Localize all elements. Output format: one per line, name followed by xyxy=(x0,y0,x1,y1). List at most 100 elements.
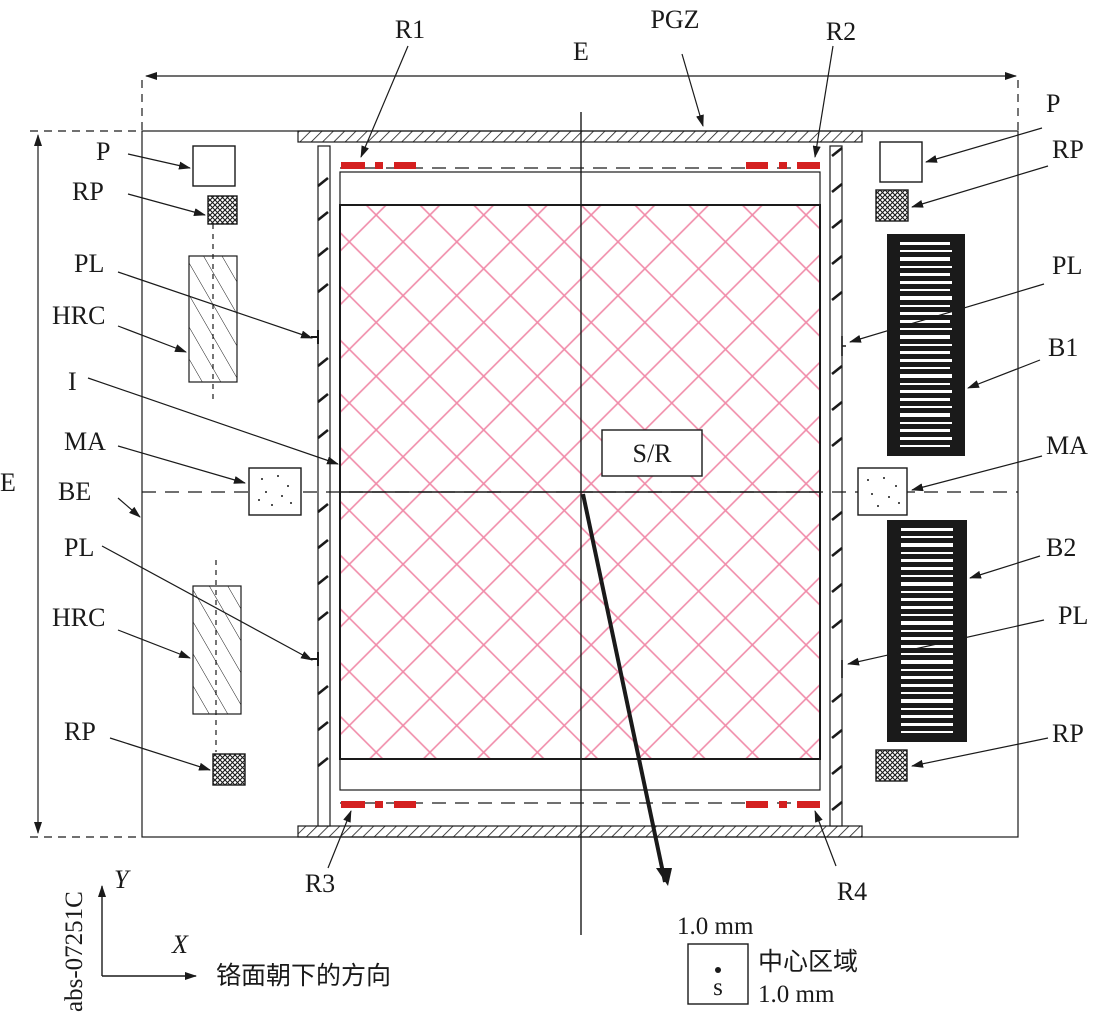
label-pl-left-bottom: PL xyxy=(64,533,94,562)
leader-ma-left xyxy=(117,445,246,484)
leader-rp-left-bottom xyxy=(109,737,211,771)
ma-mark-left xyxy=(248,467,302,516)
pellicle-frame-top xyxy=(297,130,863,143)
leader-lines xyxy=(87,45,1049,869)
r1-mark-b xyxy=(375,162,383,169)
leader-hrc-bottom xyxy=(117,629,191,659)
leader-b2 xyxy=(969,555,1041,579)
label-r4: R4 xyxy=(837,877,867,906)
leader-be xyxy=(117,497,141,518)
center-area-label: 中心区域 xyxy=(758,947,858,976)
label-r3: R3 xyxy=(305,869,335,898)
label-pl-left-top: PL xyxy=(74,249,104,278)
ma-dots-right xyxy=(867,477,900,507)
rp-mark-left-bottom xyxy=(212,753,246,786)
zoom-leader-line xyxy=(581,493,667,883)
center-area-size: 1.0 mm xyxy=(758,981,835,1008)
leader-pl-right-bottom xyxy=(847,619,1045,666)
thickness-label: 1.0 mm xyxy=(677,913,754,940)
r2-mark-c xyxy=(797,162,820,169)
rp-mark-left-top xyxy=(207,195,238,225)
pl-mark-left-top xyxy=(311,330,319,344)
leader-rp-right-top xyxy=(911,165,1049,208)
label-b2: B2 xyxy=(1046,533,1076,562)
label-i: I xyxy=(68,367,77,396)
sr-label: S/R xyxy=(632,439,672,468)
center-area-symbol: s xyxy=(713,974,723,1001)
zoom-leader-arrowhead xyxy=(656,868,672,886)
p-square-right xyxy=(879,141,923,183)
label-rp-left-top: RP xyxy=(72,177,104,206)
leader-r3 xyxy=(327,810,352,869)
ma-dots-left xyxy=(258,475,292,506)
label-r2: R2 xyxy=(826,17,856,46)
label-rp-right-bottom: RP xyxy=(1052,719,1084,748)
pellicle-frame-right xyxy=(829,145,843,827)
label-p-left: P xyxy=(96,137,110,166)
chrome-direction-label: 铬面朝下的方向 xyxy=(216,961,391,990)
leader-r4 xyxy=(814,810,837,867)
pl-mark-right-top xyxy=(841,336,846,356)
hrc-bar-left-top xyxy=(188,255,238,383)
label-hrc-top: HRC xyxy=(52,301,105,330)
red-marks xyxy=(341,162,820,808)
barcode-b2 xyxy=(887,520,967,742)
pattern-area xyxy=(339,204,821,760)
leader-rp-left-top xyxy=(127,193,206,216)
r2-mark-b xyxy=(779,162,787,169)
r1-mark-a xyxy=(341,162,365,169)
r4-mark-b xyxy=(779,801,787,808)
r4-mark-a xyxy=(746,801,768,808)
r3-mark-a xyxy=(341,801,365,808)
leader-r2 xyxy=(812,45,834,158)
leader-pl-left-top xyxy=(117,271,313,339)
barcode-b1-slots xyxy=(900,242,952,447)
label-ma-left: MA xyxy=(64,427,106,456)
frame-ticks-right xyxy=(831,146,843,812)
barcode-b2-slots xyxy=(901,528,953,733)
barcode-b1 xyxy=(887,234,965,456)
leader-r1 xyxy=(360,45,409,158)
sr-label-box xyxy=(601,429,703,477)
label-hrc-bottom: HRC xyxy=(52,603,105,632)
leader-hrc-top xyxy=(117,325,187,353)
r2-mark-a xyxy=(746,162,768,169)
rp-mark-right-bottom xyxy=(875,749,908,782)
label-pl-right-top: PL xyxy=(1052,251,1082,280)
leader-pl-right-top xyxy=(849,283,1045,343)
label-ma-right: MA xyxy=(1046,431,1088,460)
rp-mark-right-top xyxy=(875,189,909,222)
axis-y-label: Y xyxy=(114,865,131,894)
leader-pl-left-bottom xyxy=(101,545,313,661)
label-rp-left-bottom: RP xyxy=(64,717,96,746)
label-r1: R1 xyxy=(395,15,425,44)
p-square-left xyxy=(192,145,236,187)
label-b1: B1 xyxy=(1048,333,1078,362)
r4-mark-c xyxy=(797,801,820,808)
leader-ma-right xyxy=(911,455,1043,492)
leader-rp-right-bottom xyxy=(911,737,1049,768)
label-pl-right-bottom: PL xyxy=(1058,601,1088,630)
pl-mark-left-bottom xyxy=(311,652,319,666)
label-rp-right-top: RP xyxy=(1052,135,1084,164)
doc-id-label: abs-07251C xyxy=(61,891,88,1012)
dimension-e-left-label: E xyxy=(0,468,16,497)
r3-mark-c xyxy=(394,801,416,808)
leader-b1 xyxy=(967,359,1041,389)
ma-mark-right xyxy=(857,467,908,516)
label-p-right: P xyxy=(1046,89,1060,118)
axis-x-label: X xyxy=(171,930,189,959)
leader-p-right xyxy=(925,127,1043,163)
pellicle-frame-bottom xyxy=(297,825,863,838)
leader-i xyxy=(87,377,339,465)
label-pgz: PGZ xyxy=(650,5,699,34)
r1-mark-c xyxy=(394,162,416,169)
frame-ticks-left xyxy=(317,176,329,768)
center-area-box xyxy=(687,943,749,1005)
leader-p-left xyxy=(127,153,191,170)
leader-pgz xyxy=(681,53,704,127)
r3-mark-b xyxy=(375,801,383,808)
center-area-dot xyxy=(715,967,721,973)
hrc-bar-left-bottom xyxy=(192,585,242,715)
